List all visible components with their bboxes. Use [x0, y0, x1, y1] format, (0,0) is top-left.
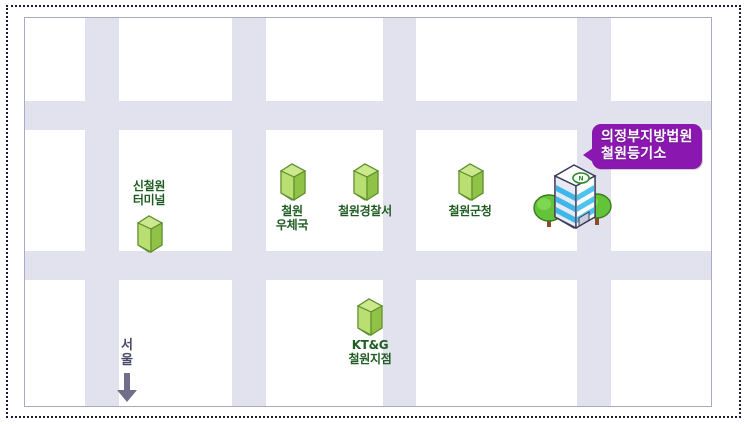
callout-line1: 의정부지방법원 [601, 129, 693, 145]
map-canvas[interactable]: 신철원 터미널 철원 우체국 [24, 17, 712, 407]
poi-label-cheorwon-police-station: 철원경찰서 [315, 204, 415, 218]
green-building-icon[interactable] [132, 212, 166, 254]
direction-label-char2: 울 [121, 353, 133, 368]
poi-label-ktng-cheorwon-branch: KT&G 철원지점 [325, 338, 415, 366]
green-building-icon[interactable] [275, 160, 309, 202]
courthouse-tower-icon[interactable]: N [529, 154, 613, 238]
svg-text:N: N [578, 176, 583, 183]
callout-tail-icon [583, 148, 593, 162]
road-horizontal-2 [25, 251, 711, 280]
tower-body: N [553, 164, 597, 230]
poi-label-line1: 신철원 [132, 179, 166, 193]
poi-label-line1: 철원군청 [448, 204, 492, 218]
direction-marker-seoul: 서 울 [113, 338, 141, 403]
green-building-icon[interactable] [453, 160, 487, 202]
road-vertical-1 [85, 18, 119, 406]
poi-label-cheorwon-county-office: 철원군청 [425, 204, 515, 218]
callout-line2: 철원등기소 [601, 146, 667, 162]
poi-label-cheorwon-post-office: 철원 우체국 [249, 204, 335, 232]
poi-label-line1: 철원 [281, 204, 303, 218]
down-arrow-icon [113, 373, 141, 403]
roof-logo-icon: N [572, 172, 590, 184]
green-building-icon[interactable] [348, 160, 382, 202]
road-vertical-2 [232, 18, 266, 406]
poi-label-line2: 우체국 [275, 218, 309, 232]
landmark-callout[interactable]: 의정부지방법원 철원등기소 [583, 124, 702, 169]
poi-label-line2: 터미널 [132, 193, 166, 207]
poi-label-line1: 철원경찰서 [338, 204, 392, 218]
road-vertical-3 [383, 18, 416, 406]
poi-label-line2: 철원지점 [348, 352, 392, 366]
poi-label-sincheorwon-terminal: 신철원 터미널 [106, 179, 192, 207]
green-building-icon[interactable] [352, 295, 386, 337]
direction-label-char1: 서 [121, 338, 133, 353]
poi-label-line1: KT&G [351, 338, 389, 352]
